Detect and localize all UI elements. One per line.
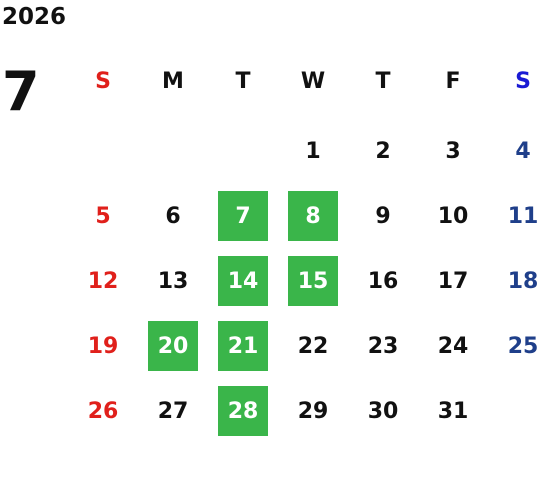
day-cell[interactable]: 6 — [165, 203, 181, 229]
day-cell[interactable]: 13 — [157, 268, 189, 294]
day-cell[interactable]: 30 — [367, 398, 399, 424]
day-cell[interactable]: 9 — [375, 203, 391, 229]
day-cell[interactable]: 16 — [367, 268, 399, 294]
weekday-header-saturday: S — [515, 68, 531, 94]
day-cell[interactable]: 1 — [305, 138, 321, 164]
day-cell[interactable]: 5 — [95, 203, 111, 229]
day-cell-highlighted[interactable]: 21 — [218, 321, 268, 371]
day-cell-highlighted[interactable]: 28 — [218, 386, 268, 436]
day-cell[interactable]: 29 — [297, 398, 329, 424]
weekday-header-wednesday: W — [300, 68, 326, 94]
day-cell[interactable]: 18 — [507, 268, 539, 294]
day-cell-highlighted[interactable]: 8 — [288, 191, 338, 241]
day-cell[interactable]: 22 — [297, 333, 329, 359]
day-cell[interactable]: 2 — [375, 138, 391, 164]
day-cell-highlighted[interactable]: 14 — [218, 256, 268, 306]
day-cell[interactable]: 19 — [87, 333, 119, 359]
weekday-header-thursday: T — [375, 68, 391, 94]
day-cell[interactable]: 23 — [367, 333, 399, 359]
calendar-month: 7 — [2, 60, 40, 123]
day-cell-highlighted[interactable]: 7 — [218, 191, 268, 241]
weekday-header-tuesday: T — [235, 68, 251, 94]
day-cell[interactable]: 12 — [87, 268, 119, 294]
weekday-header-sunday: S — [95, 68, 111, 94]
day-cell[interactable]: 10 — [437, 203, 469, 229]
day-cell[interactable]: 24 — [437, 333, 469, 359]
day-cell-highlighted[interactable]: 15 — [288, 256, 338, 306]
weekday-header-monday: M — [162, 68, 184, 94]
day-cell[interactable]: 17 — [437, 268, 469, 294]
day-cell[interactable]: 31 — [437, 398, 469, 424]
day-cell[interactable]: 4 — [515, 138, 531, 164]
day-cell[interactable]: 25 — [507, 333, 539, 359]
day-cell[interactable]: 26 — [87, 398, 119, 424]
calendar-year: 2026 — [2, 4, 67, 30]
day-cell-highlighted[interactable]: 20 — [148, 321, 198, 371]
day-cell[interactable]: 3 — [445, 138, 461, 164]
day-cell[interactable]: 11 — [507, 203, 539, 229]
weekday-header-friday: F — [445, 68, 461, 94]
day-cell[interactable]: 27 — [157, 398, 189, 424]
